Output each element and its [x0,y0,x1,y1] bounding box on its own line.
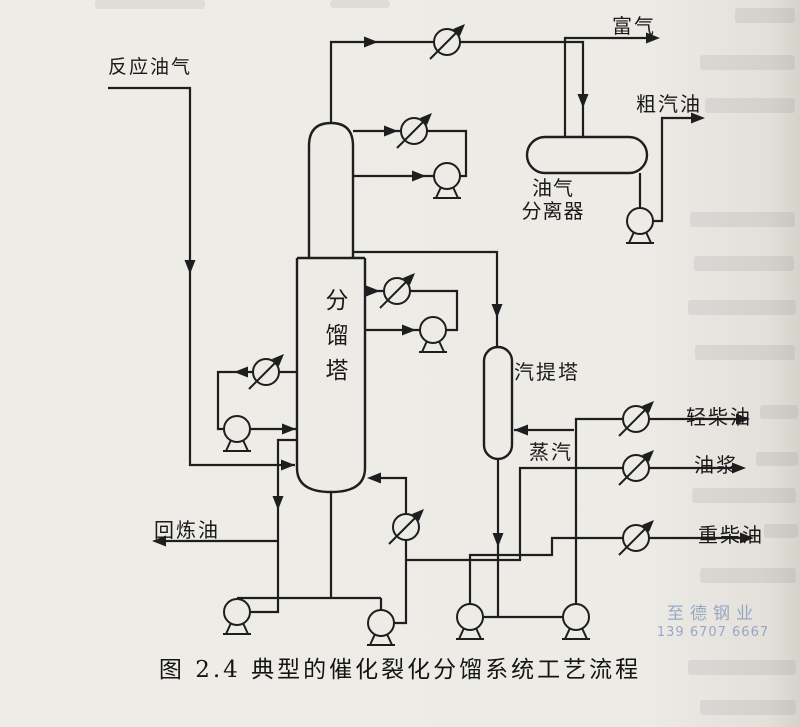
pump-icon [625,207,655,244]
label-crude-gasoline: 粗汽油 [636,92,702,116]
bleedthrough-text-artifact [95,0,798,715]
label-fractionator-tower: 分馏塔 [321,288,347,393]
watermark-name: 至德钢业 [667,604,759,624]
flow-arrow-stripper-feed [491,304,503,318]
pipe-recycle-pump-discharge [250,541,280,614]
pipe-light-diesel [574,417,744,604]
pipe-slurry-product [406,466,740,562]
flow-arrow-top-return [384,125,398,137]
pump-icon [418,316,448,353]
heat-exchanger-icon [429,23,466,60]
pump-icon [455,603,485,640]
label-oil-slurry: 油浆 [694,453,738,477]
figure-caption: 图 2.4 典型的催化裂化分馏系统工艺流程 [158,657,642,683]
flow-arrow-stripper-bottoms [492,533,504,547]
label-rich-gas: 富气 [612,14,656,38]
pump-icon [366,609,396,646]
heat-exchanger-icon [248,353,285,390]
heat-exchanger-icon [618,400,655,437]
fractionator-tower-vessel [295,121,367,494]
heat-exchanger-icon [618,449,655,486]
label-reaction-oil-gas: 反应油气 [108,56,193,78]
label-oil-gas-separator: 油气 分离器 [512,177,594,223]
pipe-crude-gasoline [653,116,700,223]
pipe-rich-gas [563,36,654,137]
flow-arrow-slurry-return [367,472,381,484]
pipe-heavy-diesel [468,536,748,604]
flow-arrow-mid-pumparound [402,324,416,336]
flow-arrow-left-draw [234,366,248,378]
pump-icon [222,598,252,635]
pipe-reaction-feed [108,86,295,467]
separator-label-line2: 分离器 [521,199,585,223]
watermark: 至德钢业 139 6707 6667 [648,604,778,642]
pump-icon [561,603,591,640]
pipe-tower-bottoms [235,492,383,610]
flow-arrow-left-return [282,423,296,435]
label-recycle-oil: 回炼油 [154,518,220,542]
label-light-diesel: 轻柴油 [686,405,752,429]
label-stripper-tower: 汽提塔 [514,360,580,384]
label-heavy-diesel: 重柴油 [698,523,764,547]
stripper-tower-vessel [482,345,514,461]
pipe-recycle-draw [276,438,297,541]
watermark-phone: 139 6707 6667 [656,625,770,640]
pipe-overhead [329,40,585,137]
flow-arrow-recycle-down [272,496,284,510]
flow-arrow-feed-down [184,260,196,274]
pump-icon [432,162,462,199]
flow-arrow-overhead [364,36,378,48]
oil-gas-separator-vessel [525,135,649,175]
flow-arrow-feed-inlet [281,459,295,471]
heat-exchanger-icon [379,272,416,309]
flow-arrow-steam [514,424,528,436]
pump-icon [222,415,252,452]
flow-arrow-top-pumparound [412,170,426,182]
pipe-slurry-pumparound [371,476,408,625]
heat-exchanger-icon [388,508,425,545]
separator-label-line1: 油气 [532,176,574,200]
heat-exchanger-icon [396,112,433,149]
label-steam: 蒸汽 [529,440,573,464]
flow-arrow-mid-return [366,285,380,297]
flow-arrow-into-separator [577,94,589,108]
heat-exchanger-icon [618,519,655,556]
